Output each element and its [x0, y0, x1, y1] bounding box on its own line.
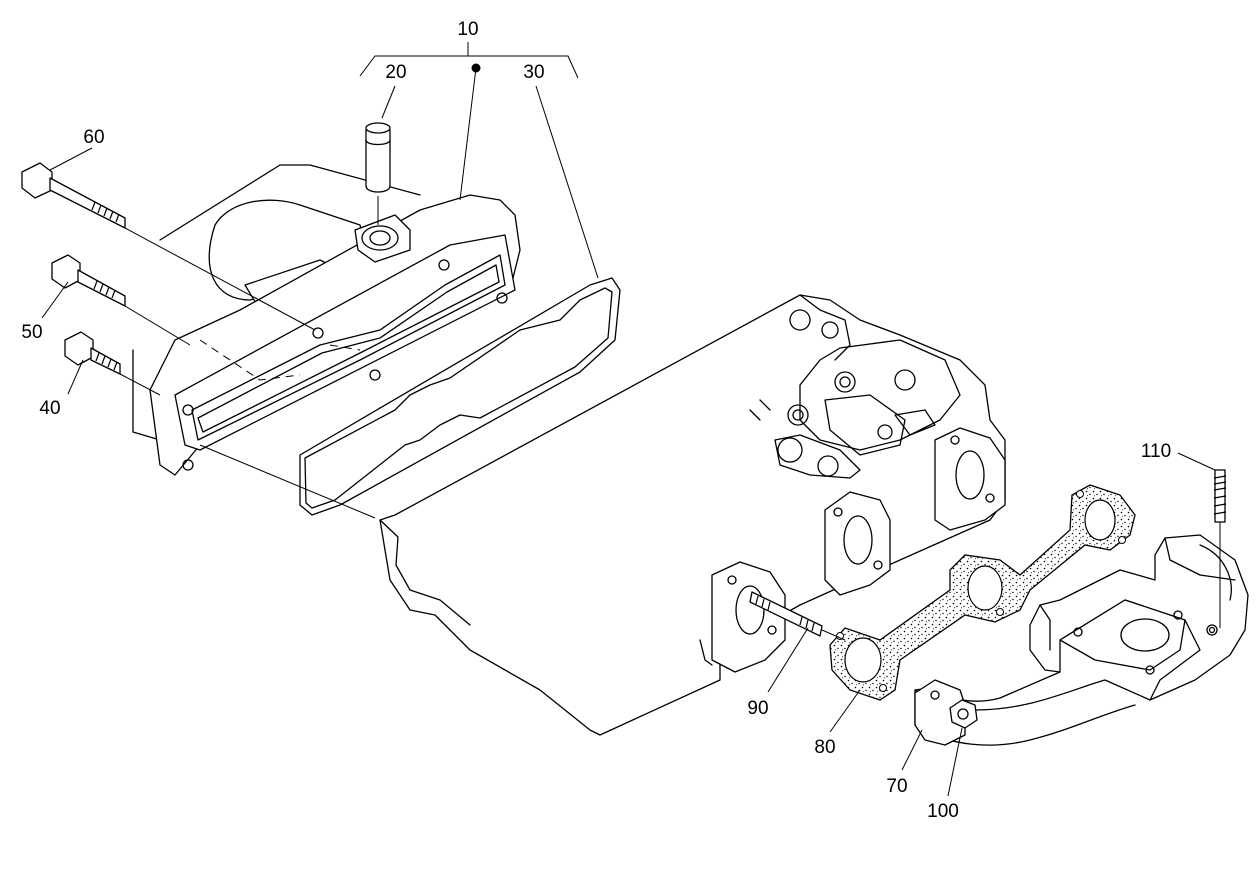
- callout-60: 60: [83, 127, 104, 148]
- callout-40: 40: [39, 398, 60, 419]
- manifold-gasket: [829, 484, 1136, 701]
- cover-assembly: [132, 164, 521, 476]
- stud-90: [749, 591, 846, 641]
- leader-30: [535, 85, 599, 279]
- cover-gasket: [299, 277, 621, 516]
- callout-90: 90: [747, 698, 768, 719]
- leader-110: [1177, 452, 1216, 471]
- callout-70: 70: [886, 776, 907, 797]
- leader-60: [49, 147, 93, 171]
- bolt-40: [64, 331, 121, 375]
- callout-80: 80: [814, 737, 835, 758]
- leader-40: [67, 359, 84, 395]
- cylinder-head: [379, 294, 1006, 736]
- callout-10: 10: [457, 19, 478, 40]
- callout-30: 30: [523, 62, 544, 83]
- exhaust-manifold: [914, 534, 1249, 746]
- assembly-line-cover: [199, 444, 376, 519]
- nut-100: [949, 699, 978, 729]
- leader-50: [41, 281, 69, 319]
- leader-70: [901, 729, 923, 771]
- callout-20: 20: [385, 62, 406, 83]
- assembly-line-50: [124, 305, 191, 346]
- assembly-bracket: [359, 55, 579, 79]
- leader-10: [459, 67, 477, 201]
- callout-110: 110: [1141, 441, 1171, 462]
- leader-90: [767, 627, 809, 693]
- stud-110: [1213, 469, 1227, 628]
- leader-100: [947, 727, 963, 797]
- leader-20: [381, 85, 396, 119]
- callout-100: 100: [927, 801, 959, 822]
- sleeve-part: [365, 122, 391, 193]
- leader-80: [829, 689, 861, 733]
- callout-50: 50: [21, 322, 42, 343]
- bolt-50: [51, 254, 126, 307]
- assembly-line-60: [124, 227, 316, 331]
- bolt-60: [21, 162, 126, 229]
- assembly-line-40: [119, 373, 161, 396]
